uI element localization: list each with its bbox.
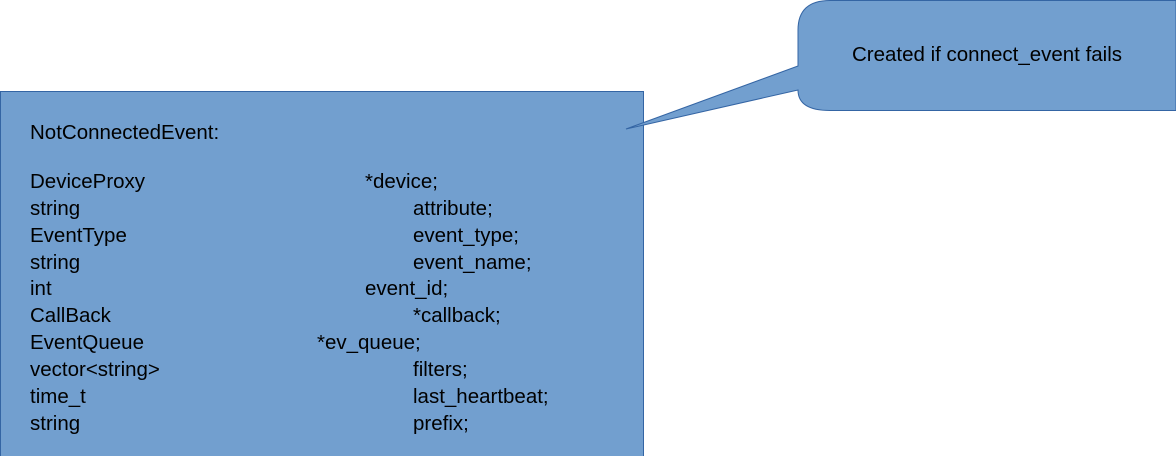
field-name: prefix; xyxy=(413,412,469,435)
field-row: vector<string> filters; xyxy=(0,358,644,385)
field-type: time_t xyxy=(30,385,86,408)
field-name: last_heartbeat; xyxy=(413,385,549,408)
field-row: CallBack *callback; xyxy=(0,304,644,331)
field-name: *device; xyxy=(365,170,438,193)
field-name: event_id; xyxy=(365,277,449,300)
field-row: string event_name; xyxy=(0,251,644,278)
field-type: EventQueue xyxy=(30,331,144,354)
field-name: event_name; xyxy=(413,251,532,274)
field-row: string prefix; xyxy=(0,412,644,439)
field-row: time_t last_heartbeat; xyxy=(0,385,644,412)
field-name: filters; xyxy=(413,358,468,381)
field-type: string xyxy=(30,412,81,435)
field-type: EventType xyxy=(30,224,127,247)
field-name: attribute; xyxy=(413,197,493,220)
field-name: *callback; xyxy=(413,304,501,327)
field-row: EventType event_type; xyxy=(0,224,644,251)
class-box xyxy=(0,91,644,456)
field-row: DeviceProxy *device; xyxy=(0,170,644,197)
field-name: *ev_queue; xyxy=(317,331,421,354)
field-row: string attribute; xyxy=(0,197,644,224)
field-row: EventQueue *ev_queue; xyxy=(0,331,644,358)
field-name: event_type; xyxy=(413,224,519,247)
speech-bubble xyxy=(625,0,1176,130)
field-type: vector<string> xyxy=(30,358,160,381)
field-type: CallBack xyxy=(30,304,111,327)
field-type: string xyxy=(30,197,81,220)
field-type: DeviceProxy xyxy=(30,170,146,193)
field-type: int xyxy=(30,277,52,300)
callout-text: Created if connect_event fails xyxy=(851,43,1123,66)
field-type: string xyxy=(30,251,81,274)
class-title: NotConnectedEvent: xyxy=(30,121,220,144)
field-row: int event_id; xyxy=(0,277,644,304)
